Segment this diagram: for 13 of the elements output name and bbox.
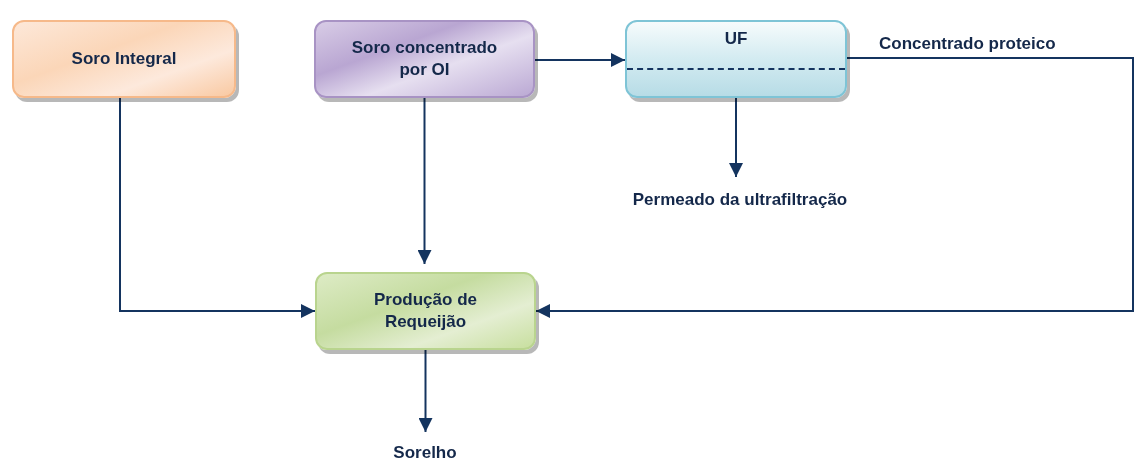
arrow — [729, 97, 743, 178]
output-label: Permeado da ultrafiltração — [606, 185, 874, 215]
membrane-unit-box: UF — [625, 20, 847, 98]
process-box: Soro concentrado por OI — [314, 20, 535, 98]
arrow — [417, 97, 432, 265]
output-label: Sorelho — [382, 440, 468, 462]
arrow — [418, 349, 433, 433]
arrow — [119, 97, 316, 318]
process-box: Produção de Requeijão — [315, 272, 536, 350]
edge-label: Concentrado proteico — [879, 34, 1056, 54]
arrow — [535, 57, 1134, 318]
process-box: Soro Integral — [12, 20, 236, 98]
arrow — [534, 53, 626, 67]
